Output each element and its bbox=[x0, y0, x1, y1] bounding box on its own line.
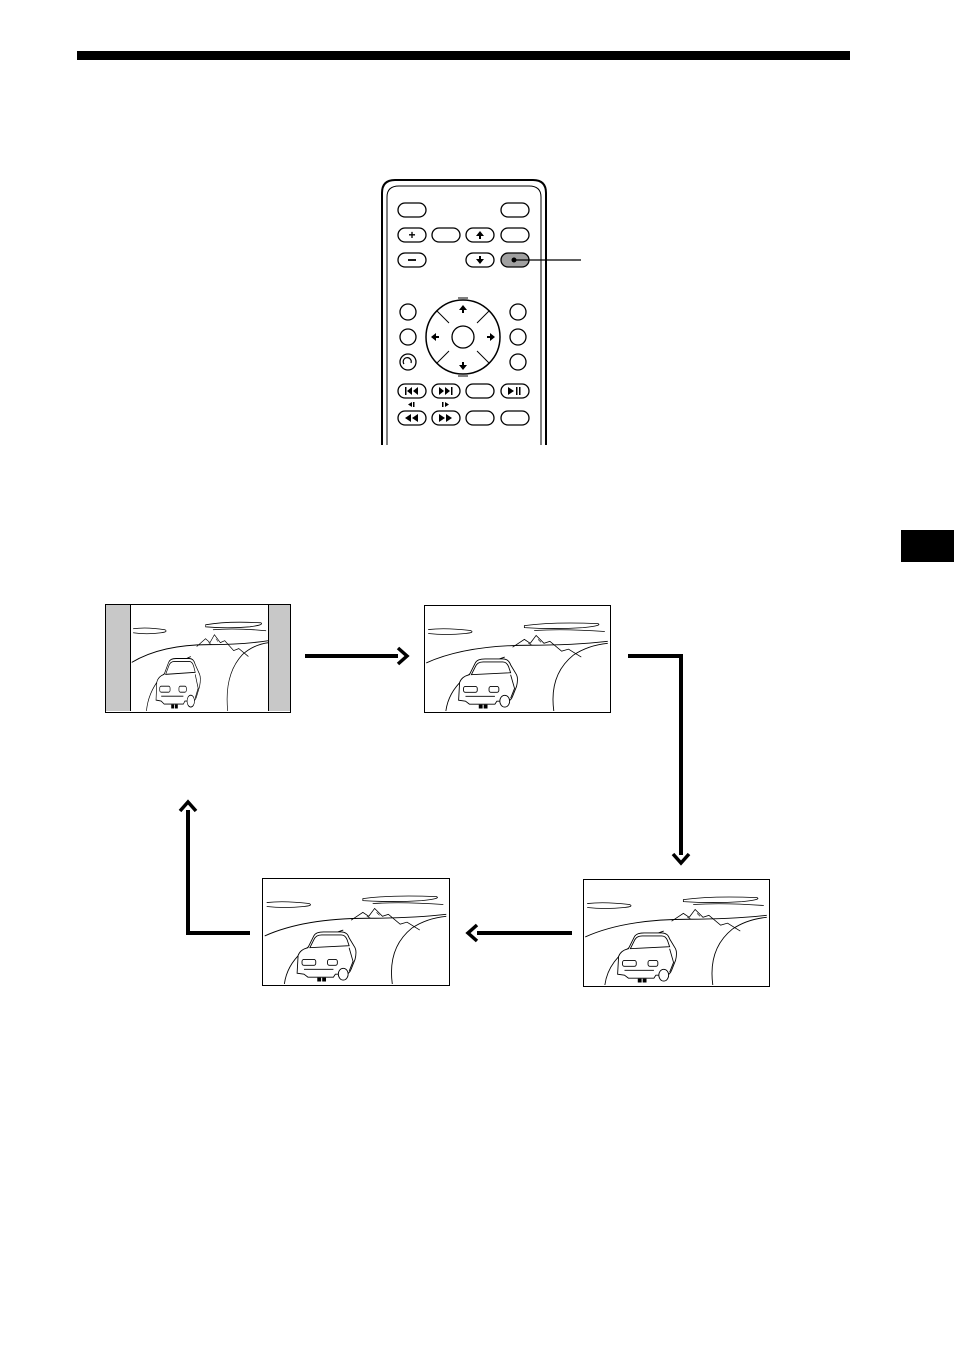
step-back-icon bbox=[408, 402, 415, 407]
screen-full bbox=[424, 605, 611, 713]
source-button[interactable] bbox=[500, 202, 530, 218]
return-icon bbox=[402, 357, 412, 365]
rewind-icon bbox=[405, 414, 418, 422]
mode-button[interactable] bbox=[431, 227, 461, 243]
side-bar-right bbox=[268, 605, 290, 711]
side-button-right-3[interactable] bbox=[509, 353, 527, 371]
side-button-left-2[interactable] bbox=[399, 328, 417, 346]
play-pause-icon bbox=[508, 387, 521, 395]
menu-button[interactable] bbox=[500, 227, 530, 243]
section-header-bar bbox=[77, 51, 850, 60]
side-button-right-1[interactable] bbox=[509, 303, 527, 321]
dpad-up-icon bbox=[459, 305, 467, 313]
up-arrow-icon bbox=[476, 231, 484, 239]
plus-icon: + bbox=[408, 228, 415, 242]
stop-button[interactable] bbox=[465, 383, 495, 399]
extra-button-2[interactable] bbox=[500, 410, 530, 426]
down-arrow-icon bbox=[476, 256, 484, 264]
next-track-icon bbox=[439, 387, 453, 395]
step-forward-icon bbox=[442, 402, 449, 407]
dpad-left-icon bbox=[431, 333, 439, 341]
screen-pillarbox bbox=[105, 604, 291, 713]
volume-up-button[interactable] bbox=[397, 227, 427, 243]
side-bar-left bbox=[106, 605, 131, 711]
dpad-down-icon bbox=[459, 362, 467, 370]
prev-track-icon bbox=[405, 387, 418, 395]
arrow-down bbox=[628, 654, 683, 855]
power-button[interactable] bbox=[397, 202, 427, 218]
remote-control: + bbox=[381, 179, 581, 445]
return-button[interactable] bbox=[399, 353, 417, 371]
side-button-left-1[interactable] bbox=[399, 303, 417, 321]
arrow-up bbox=[186, 810, 250, 935]
chapter-tab bbox=[901, 530, 954, 562]
enter-button[interactable] bbox=[451, 325, 475, 349]
screen-wide bbox=[262, 878, 450, 986]
fast-forward-icon bbox=[439, 414, 452, 422]
screen-zoom bbox=[583, 879, 770, 987]
extra-button-1[interactable] bbox=[465, 410, 495, 426]
dpad-right-icon bbox=[487, 333, 495, 341]
side-button-right-2[interactable] bbox=[509, 328, 527, 346]
